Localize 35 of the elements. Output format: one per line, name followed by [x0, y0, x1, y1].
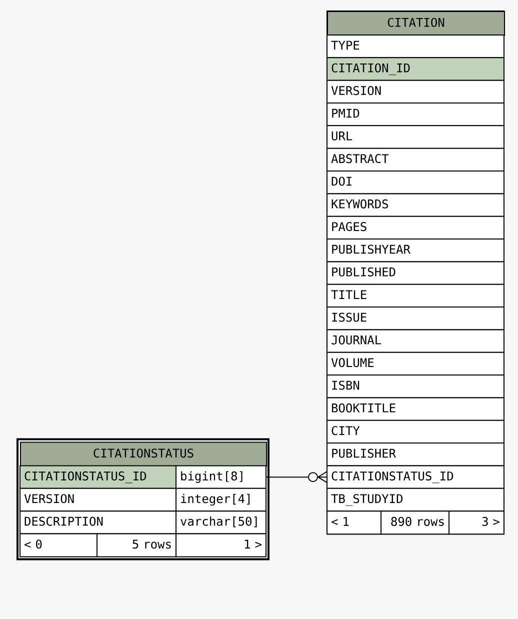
table-cell: DESCRIPTION: [20, 510, 176, 534]
table-row: ISSUE: [326, 306, 504, 330]
table-row: DOI: [326, 170, 504, 194]
table-row: PUBLISHER: [326, 442, 504, 466]
table-footer-cell: 1 >: [176, 533, 266, 558]
table-header: CITATION: [327, 11, 505, 36]
table-footer-cell: 890 rows: [380, 510, 450, 535]
table-row: CITATION_ID: [326, 57, 504, 81]
table-row: PUBLISHED: [326, 261, 504, 285]
table-row: VOLUME: [326, 352, 504, 376]
table-row: JOURNAL: [326, 329, 504, 353]
table-footer-cell: < 0: [20, 533, 98, 558]
table-row: KEYWORDS: [326, 193, 504, 217]
table-cell: bigint[8]: [176, 465, 266, 489]
table-row: CITATIONSTATUS_ID: [326, 465, 504, 489]
table-row: ISBN: [326, 374, 504, 398]
table-row: CITY: [326, 420, 504, 444]
table-cell: CITATIONSTATUS_ID: [20, 465, 176, 489]
table-row: PUBLISHYEAR: [326, 238, 504, 262]
table-row: URL: [326, 125, 504, 149]
table-cell: VERSION: [20, 488, 176, 512]
table-row: TYPE: [326, 34, 504, 58]
table-footer-cell: < 1: [326, 510, 382, 535]
table-row: PAGES: [326, 216, 504, 240]
relationship-line: [266, 471, 328, 484]
table-row: VERSION: [326, 80, 504, 104]
table-cell: varchar[50]: [176, 510, 266, 534]
table-footer-cell: 3 >: [448, 510, 504, 535]
table-cell: integer[4]: [176, 488, 266, 512]
table-footer-cell: 5 rows: [96, 533, 176, 558]
table-row: ABSTRACT: [326, 148, 504, 172]
table-row: TITLE: [326, 284, 504, 308]
table-row: PMID: [326, 102, 504, 126]
table-row: BOOKTITLE: [326, 397, 504, 421]
table-header: CITATIONSTATUS: [20, 442, 267, 467]
